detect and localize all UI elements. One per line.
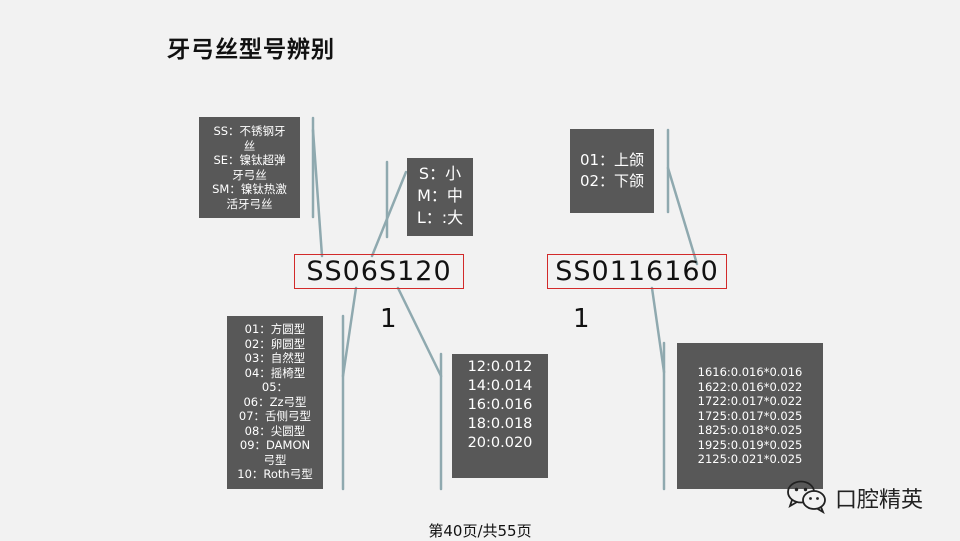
shape-line: 03：自然型 (244, 351, 306, 365)
shape-line: 09：DAMON (239, 438, 311, 452)
wechat-icon (785, 478, 829, 518)
section-line: 1725:0.017*0.025 (697, 408, 803, 423)
jaw-box: 01：上颌 02：下颌 (570, 129, 654, 213)
round-dimension-box: 12:0.012 14:0.014 16:0.016 18:0.018 20:0… (452, 354, 548, 478)
shape-line: 05： (261, 380, 289, 394)
shape-line: 08：尖圆型 (244, 423, 306, 438)
material-line: SS：不锈钢牙 (213, 124, 286, 138)
connector-section (650, 286, 666, 374)
rectangular-section-box: 1616:0.016*0.016 1622:0.016*0.022 1722:0… (677, 343, 823, 489)
jaw-line: 02：下颌 (579, 172, 645, 190)
connector-size (370, 170, 408, 258)
connector-dimension (396, 286, 443, 378)
size-line: M：中 (417, 186, 463, 205)
connector-material (311, 128, 324, 258)
material-line: 活牙弓丝 (226, 196, 273, 211)
shape-line: 弓型 (263, 452, 287, 467)
material-line: 丝 (243, 138, 256, 153)
dimension-line: 16:0.016 (467, 397, 533, 413)
material-line: SE：镍钛超弹 (213, 153, 286, 167)
section-line: 1825:0.018*0.025 (697, 423, 803, 437)
brand-name: 口腔精英 (835, 488, 924, 513)
page-number: 第40页/共55页 (428, 522, 532, 540)
shape-line: 04：摇椅型 (244, 365, 306, 380)
wire-code-second-tail: 1 (573, 304, 590, 334)
dimension-line: 12:0.012 (467, 359, 533, 375)
connector-shape (341, 286, 358, 378)
shape-line: 07：舌侧弓型 (238, 409, 312, 423)
wire-code-first: SS06S120 (294, 254, 464, 289)
material-line: SM：镍钛热激 (212, 182, 287, 196)
material-box: SS：不锈钢牙 丝 SE：镍钛超弹 牙弓丝 SM：镍钛热激 活牙弓丝 (199, 117, 300, 218)
shape-line: 01：方圆型 (244, 322, 306, 336)
section-line: 1622:0.016*0.022 (697, 379, 803, 394)
size-line: L：:大 (416, 208, 464, 227)
arch-shape-box: 01：方圆型 02：卵圆型 03：自然型 04：摇椅型 05： 06：Zz弓型 … (227, 316, 323, 489)
dimension-line: 20:0.020 (467, 435, 533, 451)
slide-title: 牙弓丝型号辨别 (167, 37, 335, 63)
wire-code-second: SS0116160 (547, 254, 727, 289)
wire-code-first-tail: 1 (380, 304, 397, 334)
dimension-line: 18:0.018 (467, 416, 533, 432)
shape-line: 06：Zz弓型 (243, 394, 307, 409)
section-line: 1616:0.016*0.016 (697, 365, 803, 379)
dimension-line: 14:0.014 (467, 378, 533, 394)
shape-line: 10：Roth弓型 (237, 467, 313, 481)
connector-jaw (666, 166, 699, 266)
brand-watermark: 口腔精英 (785, 478, 923, 518)
size-box: S：小 M：中 L：:大 (407, 158, 473, 236)
material-line: 牙弓丝 (232, 167, 267, 182)
section-line: 1925:0.019*0.025 (697, 437, 803, 452)
section-line: 2125:0.021*0.025 (697, 452, 803, 466)
jaw-line: 01：上颌 (579, 151, 645, 169)
shape-line: 02：卵圆型 (244, 336, 306, 351)
section-line: 1722:0.017*0.022 (697, 394, 803, 408)
size-line: S：小 (418, 164, 462, 183)
